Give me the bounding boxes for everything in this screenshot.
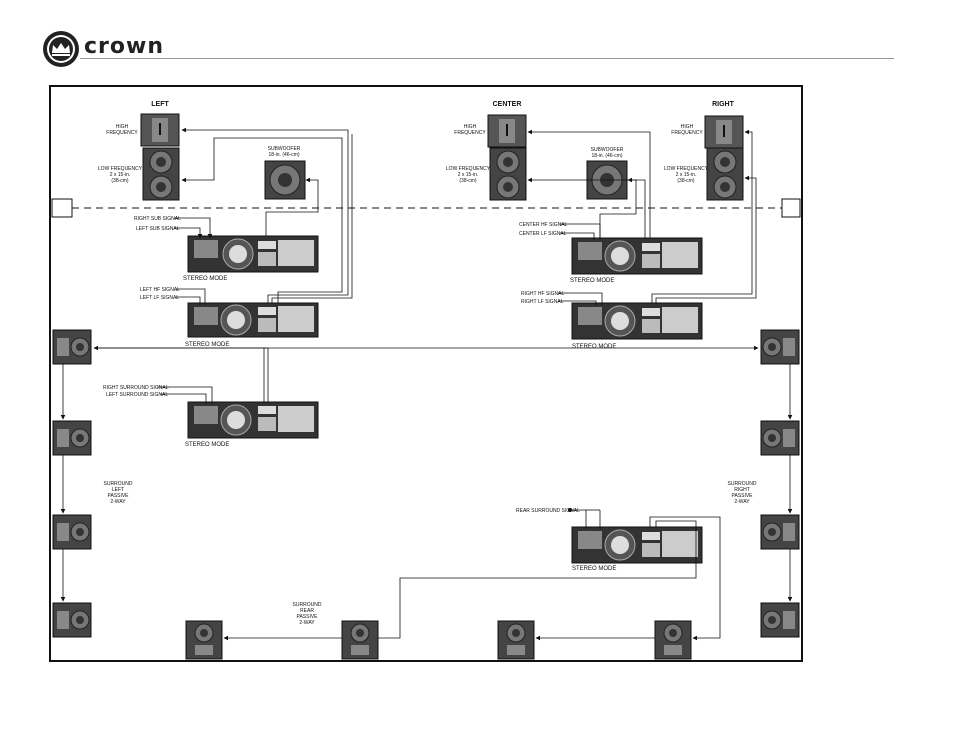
left-lf-label-2: 2 x 15-in. [110,172,131,178]
right-lf-cabinet [706,147,744,201]
surround-rear-label-1: SURROUND [293,602,322,608]
surround-left-speaker-2 [52,420,92,456]
center-lf-label-3: (38-cm) [459,178,477,184]
surround-left-label-4: 2-WAY [110,499,126,505]
right-surround-signal-label: RIGHT SURROUND SIGNAL [103,385,169,391]
zone-center-label: CENTER [493,101,522,108]
surround-right-label-1: SURROUND [728,481,757,487]
amplifier-rear [571,526,703,564]
surround-right-label-4: 2-WAY [734,499,750,505]
left-hf-horn [140,113,180,147]
surround-rear-speaker-3 [497,620,535,660]
center-lf-cabinet [489,147,527,201]
right-lf-label-3: (38-cm) [677,178,695,184]
brand-wordmark: crown [84,34,164,59]
left-lf-label-1: LOW FREQUENCY [98,166,143,172]
center-lf-signal-label: CENTER LF SIGNAL [519,231,567,237]
surround-rear-speaker-4 [654,620,692,660]
surround-right-speaker-4 [760,602,800,638]
rear-surround-signal-label: REAR SURROUND SIGNAL [516,508,580,514]
surround-left-label-1: SURROUND [104,481,133,487]
surround-rear-label-2: REAR [300,608,314,614]
left-sub-label-2: 18-in. (46-cm) [268,152,299,158]
center-lf-label-2: 2 x 15-in. [458,172,479,178]
right-lf-label-1: LOW FREQUENCY [664,166,709,172]
right-hf-label-2: FREQUENCY [671,130,703,136]
center-hf-horn [487,114,527,148]
left-hf-label-1: HIGH [116,124,129,130]
surround-rear-speaker-1 [185,620,223,660]
amplifier-center [571,237,703,275]
surround-left-speaker-3 [52,514,92,550]
left-lf-label-3: (38-cm) [111,178,129,184]
amplifier-left-surround [187,401,319,439]
surround-right-label-2: RIGHT [734,487,750,493]
screen-mask-left [51,198,73,218]
center-hf-label-2: FREQUENCY [454,130,486,136]
surround-left-label-2: LEFT [112,487,124,493]
screen-mask-right [781,198,801,218]
right-lf-label-2: 2 x 15-in. [676,172,697,178]
zone-left-label: LEFT [151,101,169,108]
amp4-mode-label: STEREO MODE [570,278,614,284]
left-hf-label-2: FREQUENCY [106,130,138,136]
left-subwoofer [264,160,306,200]
center-hf-label-1: HIGH [464,124,477,130]
amplifier-left-sub [187,235,319,273]
left-hf-signal-label: LEFT HF SIGNAL [140,287,180,293]
surround-left-label-3: PASSIVE [107,493,129,499]
center-sub-label-2: 18-in. (46-cm) [591,153,622,159]
left-sub-signal-label: LEFT SUB SIGNAL [136,226,180,232]
left-lf-cabinet [142,147,180,201]
crown-logo-icon [43,31,79,67]
surround-right-speaker-2 [760,420,800,456]
right-hf-signal-label: RIGHT HF SIGNAL [521,291,564,297]
amp2-mode-label: STEREO MODE [185,342,229,348]
right-lf-signal-label: RIGHT LF SIGNAL [521,299,564,305]
surround-right-label-3: PASSIVE [731,493,753,499]
center-lf-label-1: LOW FREQUENCY [446,166,491,172]
surround-rear-label-4: 2-WAY [299,620,315,626]
surround-right-speaker-1 [760,329,800,365]
left-lf-signal-label: LEFT LF SIGNAL [140,295,179,301]
zone-right-label: RIGHT [712,101,735,108]
amp1-mode-label: STEREO MODE [183,276,227,282]
surround-left-speaker-4 [52,602,92,638]
right-hf-horn [704,115,744,149]
center-hf-signal-label: CENTER HF SIGNAL [519,222,568,228]
left-surround-signal-label: LEFT SURROUND SIGNAL [106,392,168,398]
left-sub-label-1: SUBWOOFER [268,146,301,152]
header-divider [80,58,894,59]
right-sub-signal-label: RIGHT SUB SIGNAL [134,216,181,222]
surround-right-speaker-3 [760,514,800,550]
page-header: crown [0,0,954,72]
amplifier-right-main [571,302,703,340]
amp3-mode-label: STEREO MODE [185,442,229,448]
center-sub-label-1: SUBWOOFER [591,147,624,153]
amplifier-left-main [187,302,319,338]
surround-rear-label-3: PASSIVE [296,614,318,620]
amp6-mode-label: STEREO MODE [572,566,616,572]
surround-left-speaker-1 [52,329,92,365]
right-hf-label-1: HIGH [681,124,694,130]
surround-rear-speaker-2 [341,620,379,660]
room-outline [49,85,803,662]
amp5-mode-label: STEREO MODE [572,344,616,350]
amp-output-lines [93,127,759,641]
